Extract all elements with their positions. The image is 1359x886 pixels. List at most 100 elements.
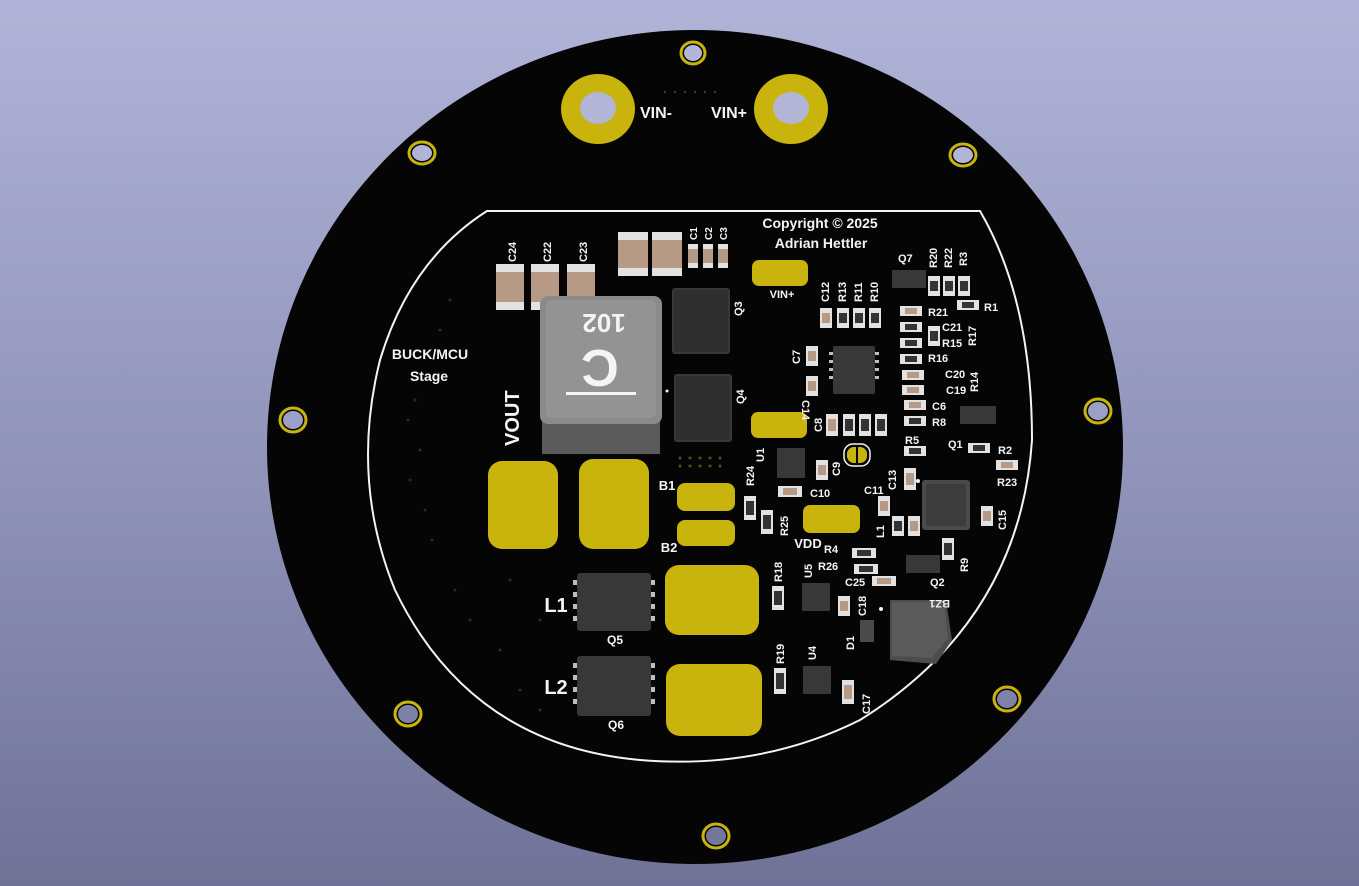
- connector-dots: [663, 90, 717, 94]
- refdes-Q1: Q1: [948, 439, 963, 451]
- refdes-U4: U4: [807, 645, 819, 660]
- refdes-L1-small: L1: [875, 525, 887, 538]
- refdes-labels: Q7 R20 R22 R3 C12 R13 R11 R10 R1 R21 C21…: [745, 248, 1017, 714]
- refdes-C12: C12: [820, 282, 832, 302]
- refdes-R20: R20: [928, 248, 940, 268]
- mcu-qfn: [922, 480, 970, 530]
- refdes-C14: C14: [799, 400, 811, 421]
- refdes-C17: C17: [861, 694, 873, 714]
- refdes-R8: R8: [932, 417, 946, 429]
- refdes-R10: R10: [869, 282, 881, 302]
- via-field: [406, 298, 542, 712]
- b1-pad[interactable]: [677, 483, 735, 511]
- refdes-R16: R16: [928, 353, 948, 365]
- refdes-C20: C20: [945, 369, 965, 381]
- refdes-Q2: Q2: [930, 577, 945, 589]
- small-capacitors-c1-c3: [688, 244, 728, 268]
- vdd-pad[interactable]: [803, 505, 860, 533]
- refdes-C3: C3: [719, 227, 730, 240]
- refdes-C9: C9: [831, 462, 843, 476]
- passive-array: [744, 276, 1018, 704]
- copyright-line2: Adrian Hettler: [775, 235, 868, 251]
- refdes-R19: R19: [775, 644, 787, 664]
- refdes-C24: C24: [507, 241, 519, 262]
- refdes-R11: R11: [853, 282, 865, 302]
- refdes-BZ1: BZ1: [929, 597, 950, 609]
- refdes-D1: D1: [845, 636, 857, 650]
- refdes-R9: R9: [959, 558, 971, 572]
- power-stage-Q6: [573, 656, 655, 716]
- stage-label-line2: Stage: [410, 368, 448, 384]
- controller-ic: [829, 346, 879, 394]
- main-inductor[interactable]: C 102: [540, 296, 662, 454]
- bulk-capacitors: [496, 232, 682, 310]
- refdes-U5: U5: [803, 564, 815, 578]
- refdes-U1: U1: [755, 448, 767, 462]
- refdes-R22: R22: [943, 248, 955, 268]
- mosfet-Q3: [672, 288, 730, 354]
- refdes-C25: C25: [845, 577, 865, 589]
- refdes-C1: C1: [689, 227, 700, 240]
- b2-label: B2: [661, 540, 678, 555]
- l1-label: L1: [544, 595, 567, 617]
- vin-minus-terminal[interactable]: [561, 74, 635, 144]
- refdes-C11: C11: [864, 485, 884, 497]
- refdes-C23: C23: [578, 242, 590, 262]
- vout-label: VOUT: [502, 390, 524, 446]
- vdd-label: VDD: [794, 536, 821, 551]
- vin-minus-label: VIN-: [640, 105, 672, 122]
- inductor-letter: C: [581, 338, 619, 396]
- refdes-Q3: Q3: [733, 301, 745, 316]
- refdes-R15: R15: [942, 338, 962, 350]
- refdes-R2: R2: [998, 445, 1012, 457]
- refdes-R17: R17: [967, 326, 979, 346]
- refdes-C19: C19: [946, 385, 966, 397]
- q5-label: Q5: [607, 633, 623, 647]
- b2-pad[interactable]: [677, 520, 735, 546]
- refdes-C15: C15: [997, 510, 1009, 530]
- pcb-board: [267, 30, 1123, 864]
- refdes-R14: R14: [969, 371, 981, 392]
- vin-plus-label: VIN+: [711, 105, 747, 122]
- inductor-code: 102: [582, 308, 625, 338]
- stage-label-line1: BUCK/MCU: [392, 346, 468, 362]
- l2-label: L2: [544, 677, 567, 699]
- refdes-R1: R1: [984, 302, 998, 314]
- vin-plus-pad-label: VIN+: [770, 289, 795, 301]
- refdes-C22: C22: [542, 242, 554, 262]
- mounting-holes: [278, 40, 1113, 850]
- jumper-pad: [843, 443, 871, 467]
- buzzer-BZ1: [890, 600, 952, 664]
- refdes-R5: R5: [905, 435, 919, 447]
- sot-devices: [777, 270, 996, 694]
- refdes-R13: R13: [837, 282, 849, 302]
- b1-label: B1: [659, 478, 676, 493]
- refdes-C18: C18: [857, 596, 869, 616]
- refdes-C10: C10: [810, 488, 830, 500]
- pin1-markers: [665, 389, 920, 611]
- refdes-R21: R21: [928, 307, 948, 319]
- refdes-R24: R24: [745, 465, 757, 486]
- refdes-C21: C21: [942, 322, 962, 334]
- vin-plus-terminal[interactable]: [754, 74, 828, 144]
- large-copper-pads: [488, 459, 762, 736]
- refdes-C13: C13: [887, 470, 899, 490]
- refdes-Q4: Q4: [735, 388, 747, 404]
- power-stage-Q5: [573, 573, 655, 631]
- refdes-R4: R4: [824, 544, 839, 556]
- refdes-R26: R26: [818, 561, 838, 573]
- q6-label: Q6: [608, 718, 624, 732]
- refdes-R25: R25: [779, 516, 791, 536]
- refdes-C8: C8: [813, 418, 825, 432]
- refdes-C7: C7: [791, 350, 803, 364]
- refdes-R23: R23: [997, 477, 1017, 489]
- refdes-Q7: Q7: [898, 253, 913, 265]
- copyright-line1: Copyright © 2025: [762, 215, 878, 231]
- test-pad: [751, 412, 807, 438]
- refdes-R18: R18: [773, 562, 785, 582]
- vin-plus-pad[interactable]: [752, 260, 808, 286]
- refdes-C6: C6: [932, 401, 946, 413]
- mosfet-Q4: [674, 374, 732, 442]
- mosfet-via-row: [678, 456, 722, 468]
